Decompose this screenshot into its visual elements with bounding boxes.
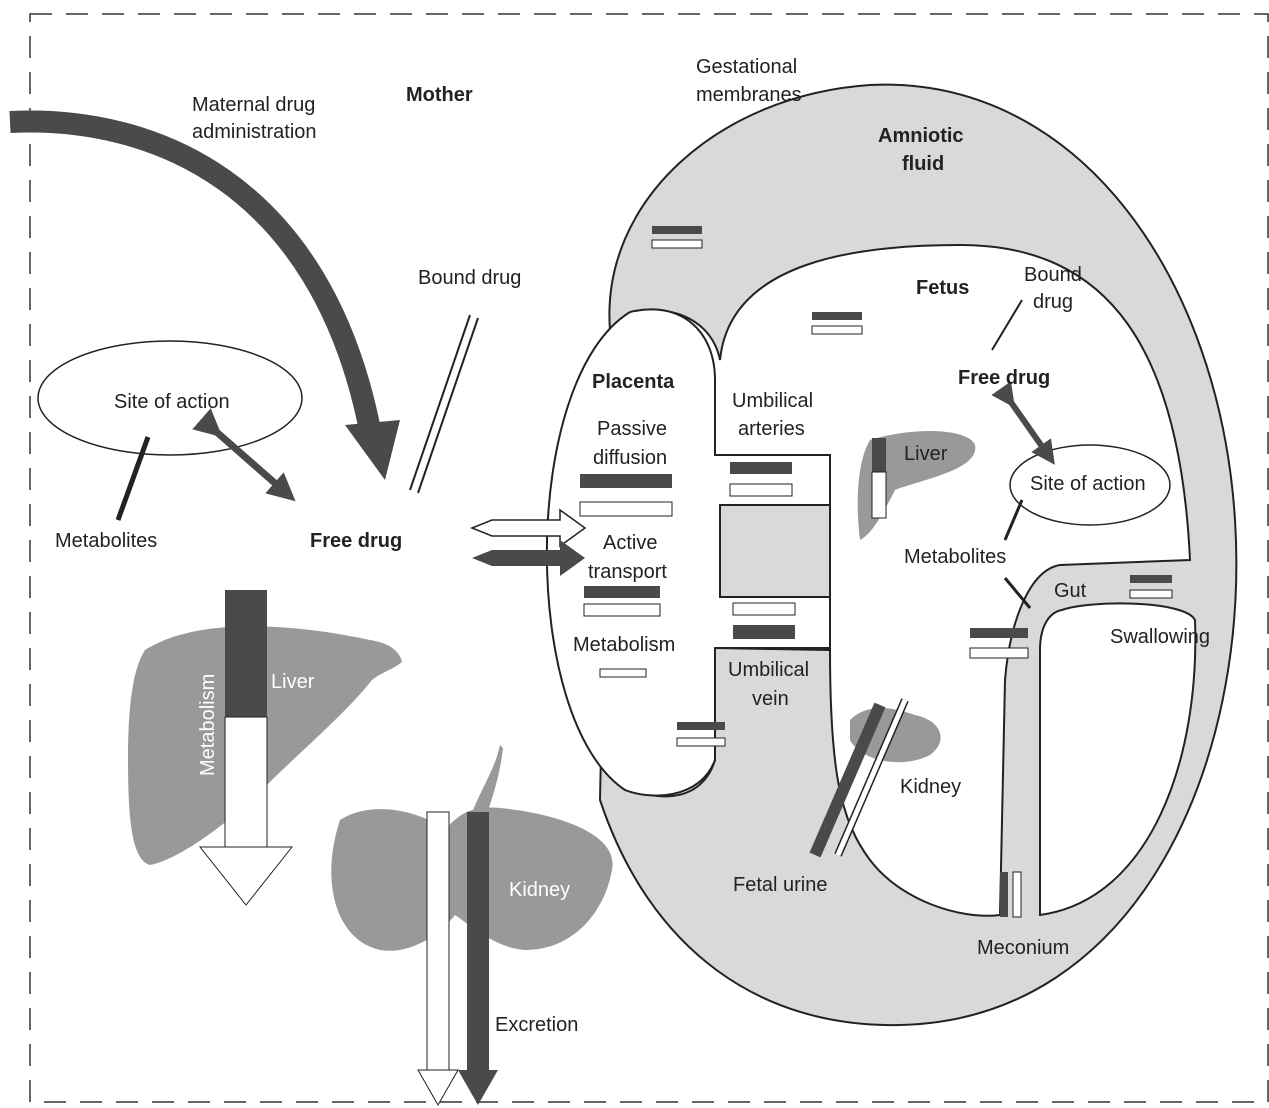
active-transport-label: Active xyxy=(603,532,657,554)
swallowing-label: Swallowing xyxy=(1110,626,1210,648)
placenta-metabolism-label: Metabolism xyxy=(573,634,675,656)
membrane-arrow-dark-3 xyxy=(677,722,725,730)
membrane-arrow-white-1 xyxy=(652,240,702,248)
meconium-label: Meconium xyxy=(977,937,1069,959)
gut-absorption-arrow-dark xyxy=(970,628,1028,638)
metabolites-mother-label: Metabolites xyxy=(55,530,157,552)
umbilical-arteries-label: Umbilical xyxy=(732,390,813,412)
passive-diffusion-arrow-white xyxy=(580,502,672,516)
meconium-arrow-white xyxy=(1013,872,1021,917)
bound-drug-mother-label: Bound drug xyxy=(418,267,521,289)
passive-diffusion-label: Passive xyxy=(597,418,667,440)
meconium-arrow-dark xyxy=(1000,872,1008,917)
umbilical-artery-arrow-dark xyxy=(730,462,792,474)
active-transport-arrow-dark xyxy=(584,586,660,598)
maternal-drug-administration-label: Maternal drug xyxy=(192,94,315,116)
liver-fetus-label: Liver xyxy=(904,443,948,465)
excretion-arrow-dark-head xyxy=(458,1070,498,1105)
passive-diffusion-arrow-dark xyxy=(580,474,672,488)
gut-loop xyxy=(1040,603,1195,915)
maternal-liver-metabolism-bar xyxy=(225,590,267,717)
bound-free-arrow-2 xyxy=(418,318,478,493)
umbilical-artery-arrow-white xyxy=(730,484,792,496)
placenta-label: Placenta xyxy=(592,371,675,393)
mother-label: Mother xyxy=(406,84,473,106)
metabolites-fetus-label: Metabolites xyxy=(904,546,1006,568)
free-drug-fetus-label: Free drug xyxy=(958,367,1050,389)
excretion-arrow-white-head xyxy=(418,1070,458,1105)
umbilical-vein-arrow-white xyxy=(733,603,795,615)
amniotic-fluid-label-2: fluid xyxy=(902,153,944,175)
metabolism-mother-label: Metabolism xyxy=(197,674,219,776)
bound-free-arrow xyxy=(410,315,470,490)
site-of-action-fetus-label: Site of action xyxy=(1030,473,1146,495)
mother-placenta-arrow-white xyxy=(472,510,585,546)
gestational-membranes-label-2: membranes xyxy=(696,84,802,106)
swallowing-arrow-white xyxy=(1130,590,1172,598)
excretion-arrow-white-shaft xyxy=(427,812,449,1070)
umbilical-vein-label: Umbilical xyxy=(728,659,809,681)
umbilical-vein-arrow-dark xyxy=(733,625,795,639)
fetal-urine-label: Fetal urine xyxy=(733,874,828,896)
excretion-label: Excretion xyxy=(495,1014,578,1036)
fetus-label: Fetus xyxy=(916,277,969,299)
gut-label: Gut xyxy=(1054,580,1087,602)
membrane-arrow-white-2 xyxy=(812,326,862,334)
placenta-metabolism-arrow xyxy=(600,669,646,677)
membrane-arrow-white-3 xyxy=(677,738,725,746)
membrane-arrow-dark-1 xyxy=(652,226,702,234)
liver-mother-label: Liver xyxy=(271,671,315,693)
gestational-membranes-label: Gestational xyxy=(696,56,797,78)
free-drug-mother-label: Free drug xyxy=(310,530,402,552)
site-of-action-mother-label: Site of action xyxy=(114,391,230,413)
active-transport-arrow-white xyxy=(584,604,660,616)
fetal-liver-metabolism-bar xyxy=(872,438,886,472)
excretion-arrow-dark-shaft xyxy=(467,812,489,1072)
fetal-liver-metabolism-arrow xyxy=(872,472,886,518)
bound-drug-fetus-label: Bound xyxy=(1024,264,1082,286)
maternal-arrow-head xyxy=(345,420,400,480)
umbilical-arteries-label-2: arteries xyxy=(738,418,805,440)
kidney-mother-label: Kidney xyxy=(509,879,570,901)
swallowing-arrow-dark xyxy=(1130,575,1172,583)
maternal-drug-administration-label-2: administration xyxy=(192,121,317,143)
maternal-liver-metabolism-arrow-head xyxy=(200,847,292,905)
maternal-liver-metabolism-arrow-shaft xyxy=(225,717,267,847)
umbilical-vein-label-2: vein xyxy=(752,688,789,710)
active-transport-label-2: transport xyxy=(588,561,667,583)
gut-absorption-arrow-white xyxy=(970,648,1028,658)
umbilical-cord-box xyxy=(720,505,830,597)
membrane-arrow-dark-2 xyxy=(812,312,862,320)
kidney-fetus-label: Kidney xyxy=(900,776,961,798)
bound-drug-fetus-label-2: drug xyxy=(1033,291,1073,313)
amniotic-fluid-label: Amniotic xyxy=(878,125,964,147)
passive-diffusion-label-2: diffusion xyxy=(593,447,667,469)
